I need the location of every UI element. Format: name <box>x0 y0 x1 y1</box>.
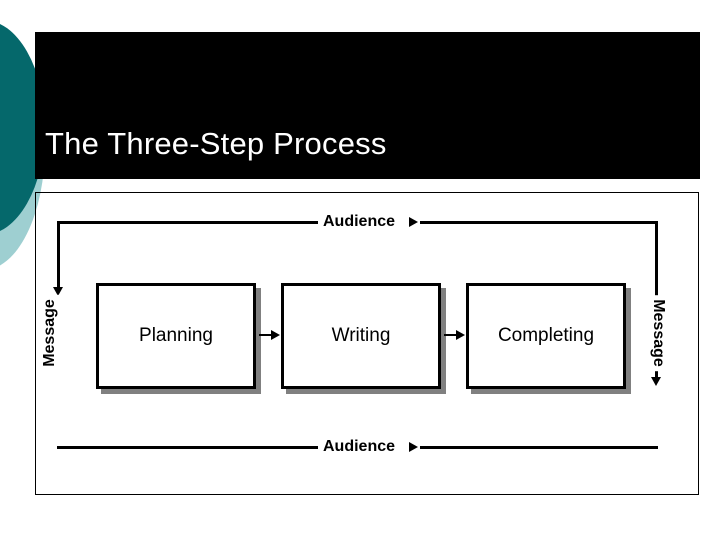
arrowhead-down-left-icon <box>53 287 63 296</box>
connector-arrowhead-1-icon <box>271 330 280 340</box>
loop-line-top-left <box>57 221 319 224</box>
loop-line-bottom-left <box>57 446 319 449</box>
process-step-completing: Completing <box>466 283 626 389</box>
process-step-writing: Writing <box>281 283 441 389</box>
process-step-label: Writing <box>331 325 391 346</box>
arrowhead-right-top-icon <box>409 217 418 227</box>
loop-label-audience-bottom: Audience <box>318 438 401 456</box>
loop-line-bottom-right <box>420 446 658 449</box>
title-band <box>35 32 700 179</box>
arrowhead-down-right-icon <box>651 377 661 386</box>
diagram-frame <box>35 192 699 495</box>
loop-line-left <box>57 221 60 289</box>
connector-writing-to-completing <box>444 334 458 336</box>
process-step-label: Completing <box>497 325 595 346</box>
loop-label-message-right: Message <box>649 295 667 371</box>
process-step-planning: Planning <box>96 283 256 389</box>
loop-line-top-right <box>420 221 658 224</box>
loop-label-audience-top: Audience <box>318 213 401 231</box>
arrowhead-right-bottom-icon <box>409 442 418 452</box>
page-title: The Three-Step Process <box>45 126 387 161</box>
connector-planning-to-writing <box>259 334 273 336</box>
process-step-label: Planning <box>139 325 213 346</box>
connector-arrowhead-2-icon <box>456 330 465 340</box>
loop-label-message-left: Message <box>41 295 59 371</box>
